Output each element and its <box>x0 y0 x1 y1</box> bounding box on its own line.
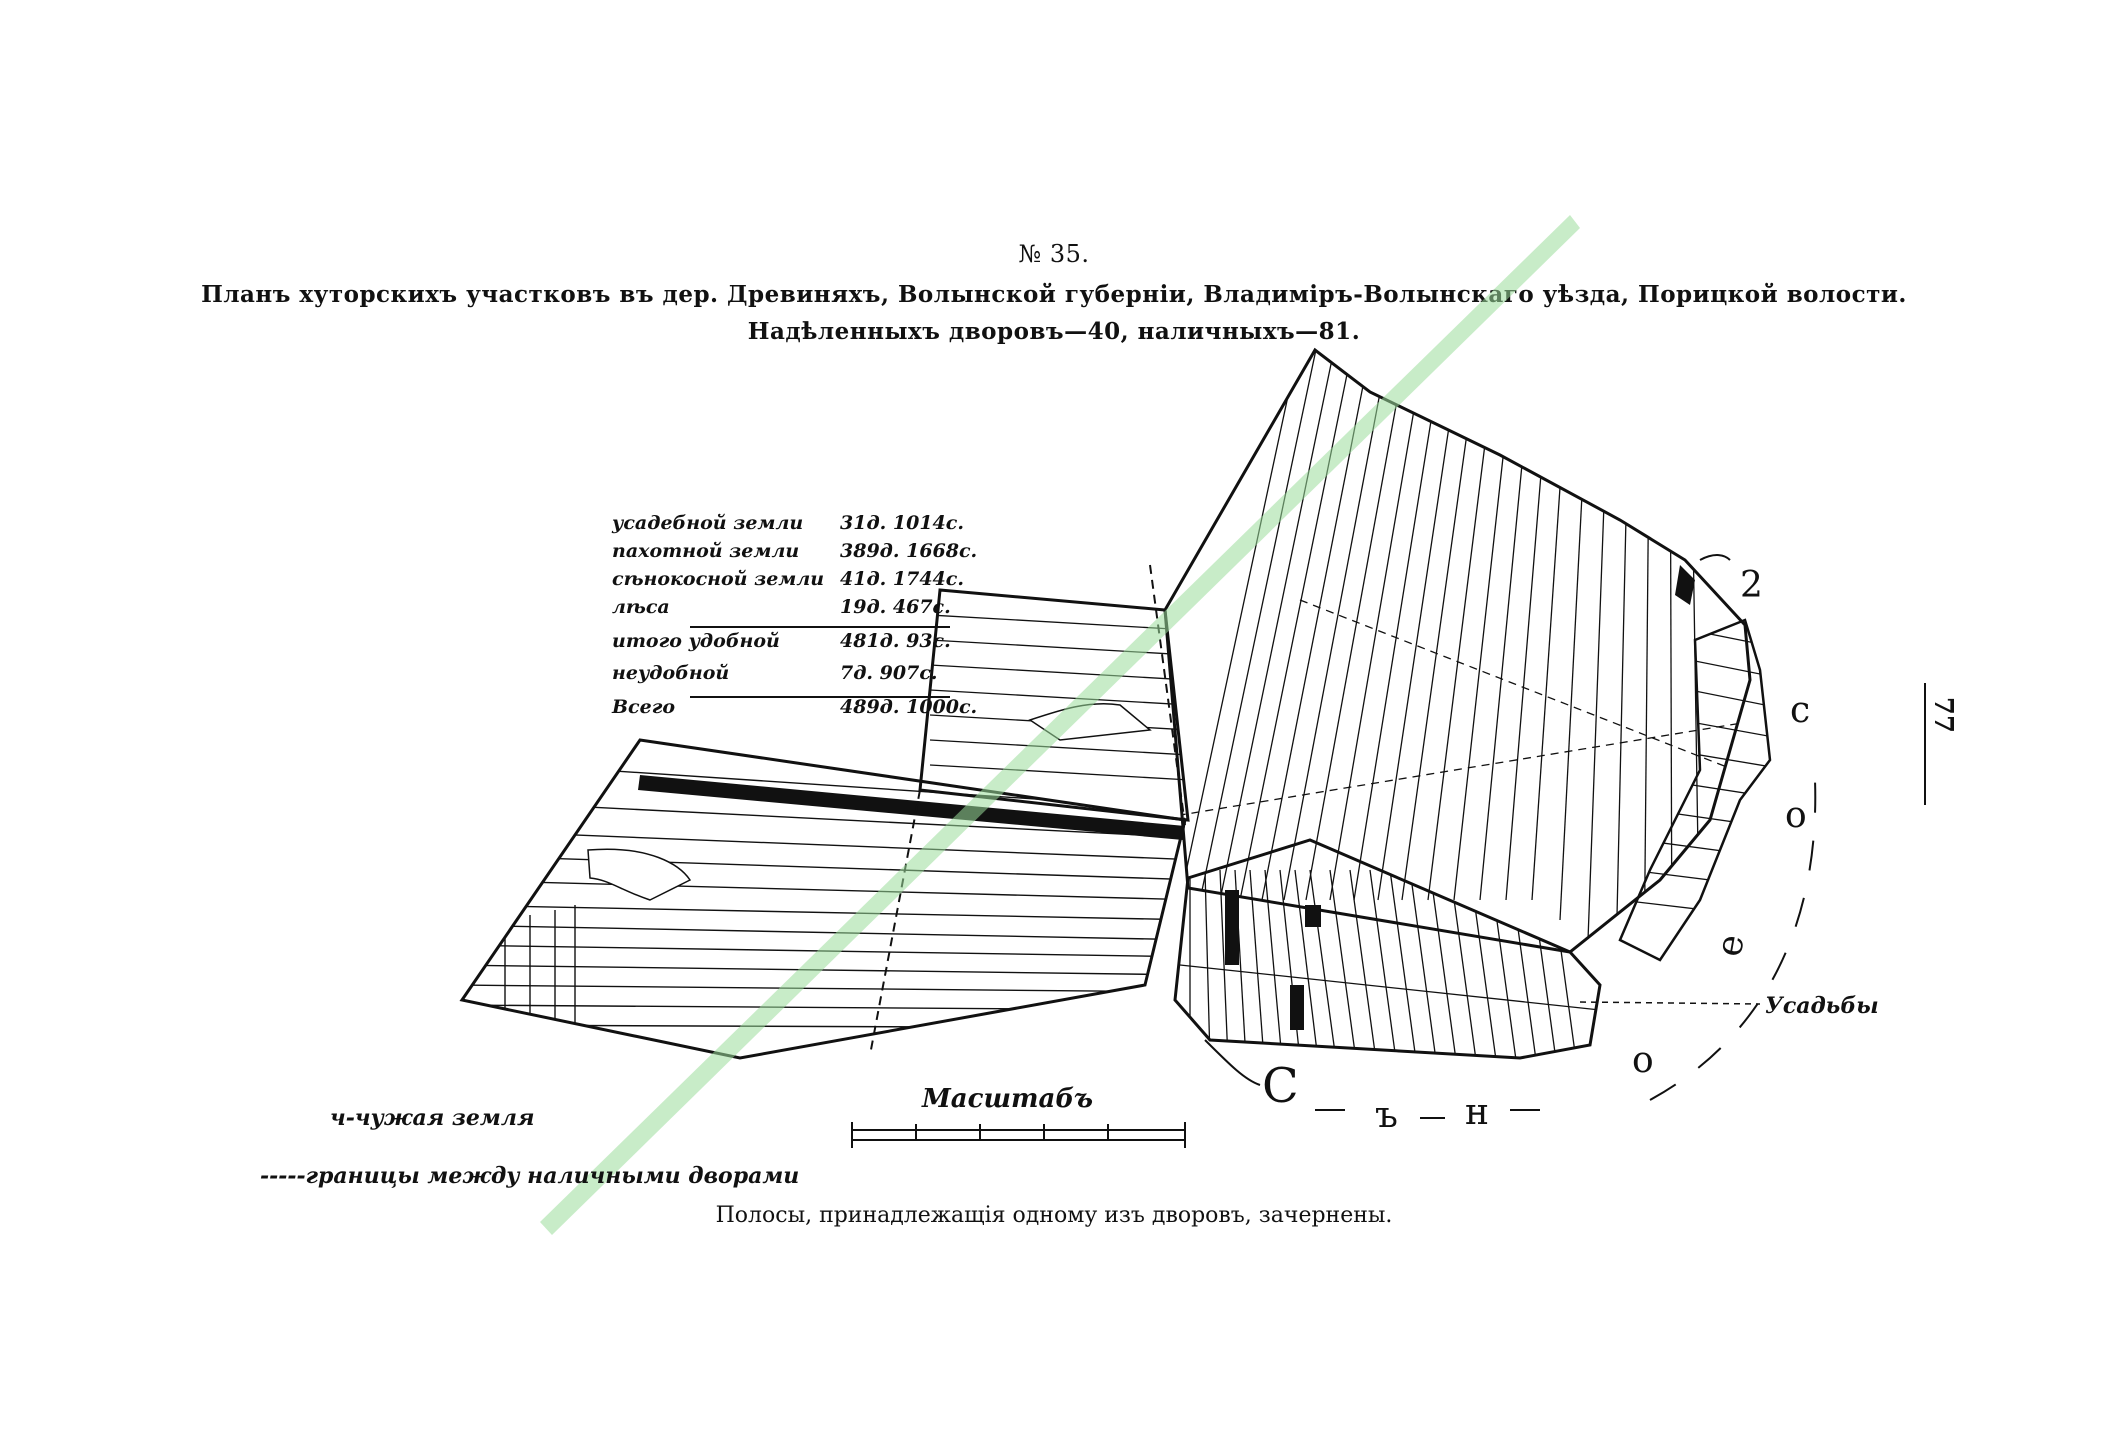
stats-value: 19д. 467с. <box>840 596 951 618</box>
river-letter: о <box>1632 1040 1654 1081</box>
stats-value: 7д. 907с. <box>840 662 938 684</box>
river-letter: ъ <box>1375 1095 1398 1136</box>
stats-value: 481д. 93с. <box>840 630 951 652</box>
river-letter: н <box>1465 1092 1489 1133</box>
scale-bar <box>851 1122 1186 1148</box>
stats-label: лѣса <box>612 596 670 618</box>
plan-subtitle: Надѣленныхъ дворовъ—40, наличныхъ—81. <box>747 318 1361 345</box>
stats-value: 489д. 1000с. <box>840 696 978 718</box>
page-side-number: 77 <box>1928 696 1959 734</box>
river-letter: 2 <box>1740 565 1763 606</box>
plan-number: № 35. <box>1018 240 1090 268</box>
stats-value: 41д. 1744с. <box>840 568 964 590</box>
label-usadby: Усадьбы <box>1765 993 1879 1019</box>
scale-label: Масштабъ <box>922 1084 1094 1114</box>
stats-label: Всего <box>612 696 676 718</box>
watermark <box>540 215 1580 1235</box>
river-letter: с <box>1790 690 1811 731</box>
legend-boundary: -----границы между наличными дворами <box>260 1163 800 1189</box>
stats-value: 31д. 1014с. <box>840 512 964 534</box>
stats-label: усадебной земли <box>612 512 804 534</box>
plan-title: Планъ хуторскихъ участковъ въ дер. Древи… <box>201 281 1907 308</box>
blackened-strip <box>638 775 1185 840</box>
stats-label: сѣнокосной земли <box>612 568 825 590</box>
river-letter: о <box>1785 795 1807 836</box>
river-letter: С <box>1262 1058 1299 1114</box>
stats-label: пахотной земли <box>612 540 800 562</box>
stats-label: итого удобной <box>612 630 780 652</box>
legend-foreign-land: ч-чужая земля <box>330 1105 535 1131</box>
stats-value: 389д. 1668с. <box>840 540 978 562</box>
caption: Полосы, принадлежащія одному изъ дворовъ… <box>715 1203 1393 1228</box>
stats-label: неудобной <box>612 662 730 684</box>
